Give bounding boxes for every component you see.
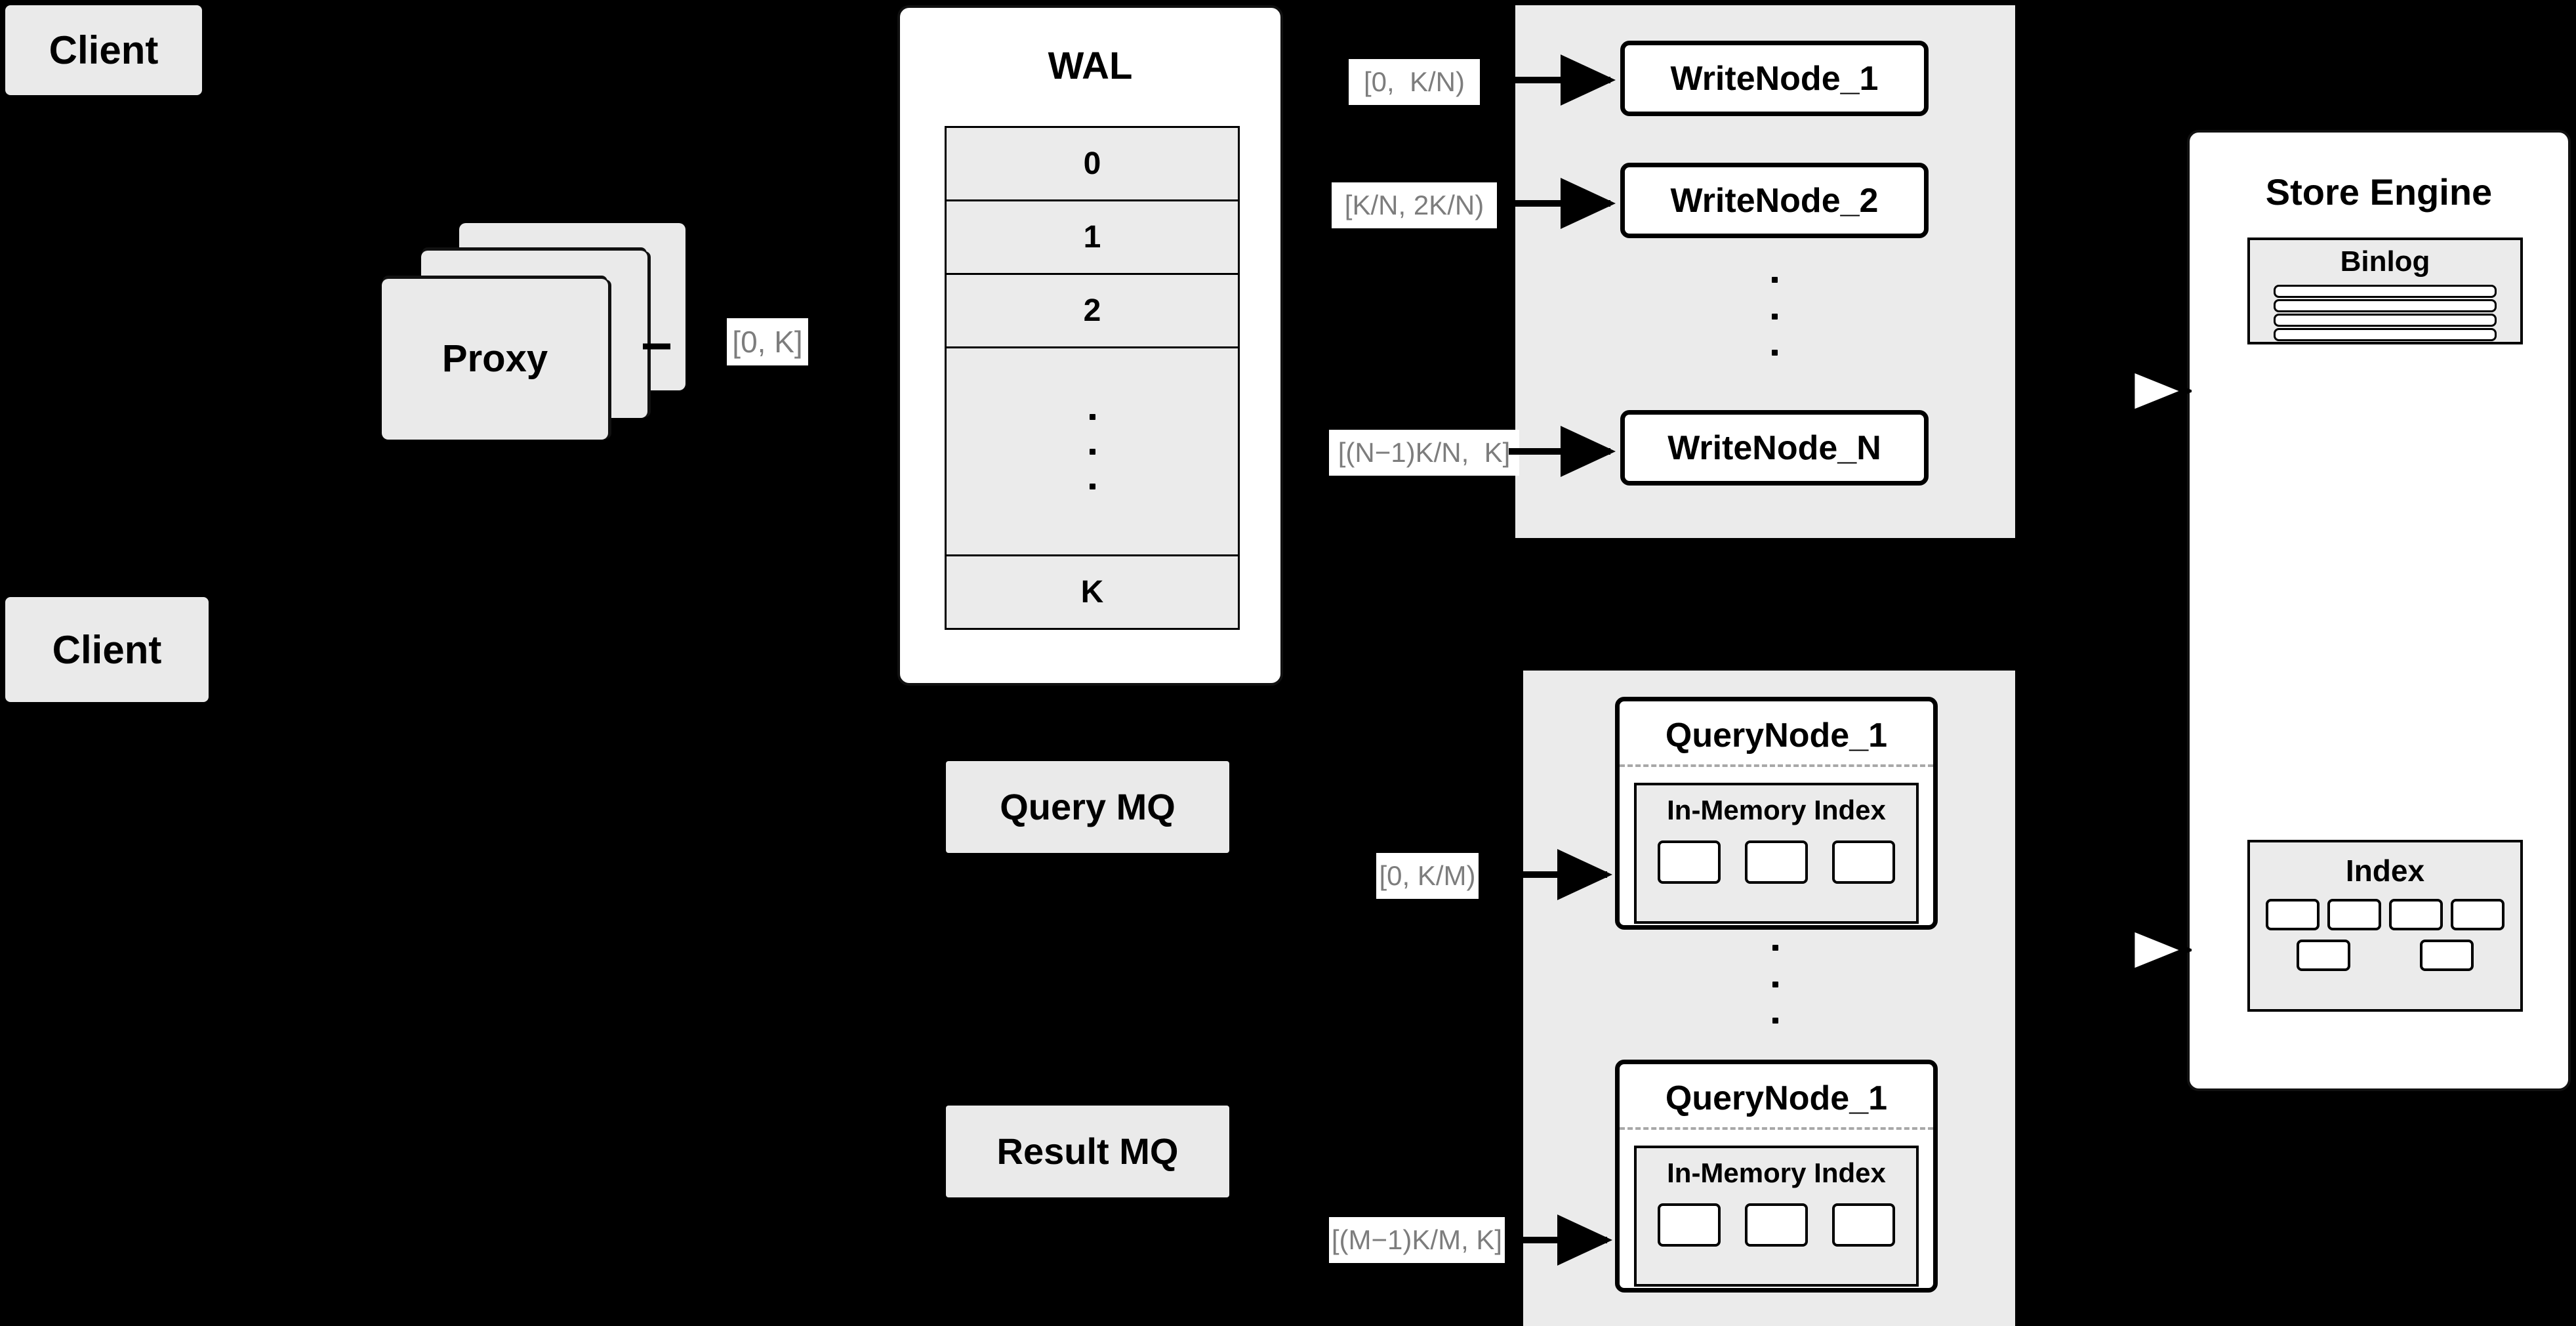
write-node-n-range-text: [(N−1)K/N, K] bbox=[1338, 437, 1511, 468]
query-node-2-index-title-text: In-Memory Index bbox=[1667, 1157, 1886, 1188]
client-node-1[interactable]: Client bbox=[5, 5, 202, 95]
write-node-2-range-text: [K/N, 2K/N) bbox=[1344, 190, 1484, 220]
store-index-title-text: Index bbox=[2345, 854, 2425, 888]
index-segment[interactable] bbox=[1658, 840, 1721, 884]
query-mq-label: Query MQ bbox=[1000, 785, 1176, 827]
result-mq-label: Result MQ bbox=[996, 1130, 1179, 1172]
query-node-2-range-text: [(M−1)K/M, K] bbox=[1331, 1224, 1503, 1255]
write-node-n[interactable]: WriteNode_N bbox=[1620, 410, 1929, 486]
store-index-panel: Index bbox=[2247, 840, 2523, 1012]
query-node-2-title-text: QueryNode_1 bbox=[1665, 1079, 1888, 1117]
store-index-title: Index bbox=[2250, 842, 2520, 888]
store-index-cell[interactable] bbox=[2327, 899, 2381, 930]
proxy-label: Proxy bbox=[441, 337, 548, 381]
write-node-1-label: WriteNode_1 bbox=[1670, 59, 1879, 98]
binlog-row[interactable] bbox=[2274, 314, 2497, 327]
query-mq-node[interactable]: Query MQ bbox=[946, 761, 1229, 853]
wal-entry-2: 2 bbox=[945, 273, 1240, 348]
store-engine-container: Store Engine Binlog Index bbox=[2187, 130, 2571, 1091]
write-node-n-label: WriteNode_N bbox=[1667, 428, 1881, 467]
query-node-2-index-segments bbox=[1637, 1203, 1916, 1247]
store-index-cell[interactable] bbox=[2389, 899, 2443, 930]
query-node-2-title: QueryNode_1 bbox=[1620, 1064, 1933, 1118]
write-node-2[interactable]: WriteNode_2 bbox=[1620, 163, 1929, 238]
index-segment[interactable] bbox=[1744, 1203, 1808, 1247]
binlog-rows bbox=[2250, 278, 2520, 341]
proxy-range-label: [0, K] bbox=[727, 318, 808, 365]
store-engine-title: Store Engine bbox=[2190, 171, 2568, 213]
query-node-1[interactable]: QueryNode_1 In-Memory Index bbox=[1615, 697, 1938, 930]
proxy-stack-card-front[interactable]: Proxy bbox=[382, 279, 608, 440]
query-node-2-index-panel: In-Memory Index bbox=[1634, 1146, 1919, 1287]
binlog-panel: Binlog bbox=[2247, 238, 2523, 344]
write-node-1[interactable]: WriteNode_1 bbox=[1620, 41, 1929, 116]
wal-ellipsis-dots bbox=[1088, 413, 1096, 489]
store-index-cell[interactable] bbox=[2420, 940, 2474, 971]
write-node-1-range-text: [0, K/N) bbox=[1363, 66, 1465, 97]
proxy-stack[interactable]: Proxy bbox=[380, 217, 722, 440]
write-node-2-range-label: [K/N, 2K/N) bbox=[1332, 182, 1497, 228]
binlog-row[interactable] bbox=[2274, 328, 2497, 341]
wal-title: WAL bbox=[900, 44, 1280, 88]
index-segment[interactable] bbox=[1658, 1203, 1721, 1247]
query-node-2-index-title: In-Memory Index bbox=[1637, 1148, 1916, 1189]
binlog-title-text: Binlog bbox=[2340, 245, 2430, 278]
write-node-n-range-label: [(N−1)K/N, K] bbox=[1329, 430, 1519, 476]
client-node-1-label: Client bbox=[49, 28, 159, 72]
index-segment[interactable] bbox=[1744, 840, 1808, 884]
query-node-1-title-text: QueryNode_1 bbox=[1665, 716, 1888, 755]
wal-entry-ellipsis bbox=[945, 346, 1240, 556]
binlog-row[interactable] bbox=[2274, 299, 2497, 312]
client-node-2[interactable]: Client bbox=[5, 597, 209, 702]
wal-entry-1: 1 bbox=[945, 199, 1240, 275]
wal-entry-0: 0 bbox=[945, 126, 1240, 201]
binlog-row[interactable] bbox=[2274, 285, 2497, 298]
wal-container: WAL 0 1 2 K bbox=[897, 5, 1283, 686]
store-index-cell[interactable] bbox=[2297, 940, 2350, 971]
wal-entry-k-label: K bbox=[1080, 575, 1104, 610]
query-cluster-ellipsis bbox=[1771, 945, 1779, 1024]
proxy-range-label-text: [0, K] bbox=[732, 325, 803, 359]
wal-entry-2-label: 2 bbox=[1083, 293, 1101, 328]
query-node-1-range-label: [0, K/M) bbox=[1376, 853, 1479, 899]
write-node-2-label: WriteNode_2 bbox=[1670, 181, 1879, 220]
result-mq-node[interactable]: Result MQ bbox=[946, 1106, 1229, 1197]
query-node-2-divider bbox=[1620, 1127, 1933, 1130]
store-index-cell[interactable] bbox=[2266, 899, 2320, 930]
wal-entry-1-label: 1 bbox=[1083, 220, 1101, 255]
query-node-1-range-text: [0, K/M) bbox=[1379, 860, 1476, 891]
wal-title-text: WAL bbox=[1048, 45, 1133, 87]
query-node-1-index-segments bbox=[1637, 840, 1916, 884]
wal-entry-k: K bbox=[945, 554, 1240, 630]
wal-entry-0-label: 0 bbox=[1083, 146, 1101, 181]
query-node-1-index-title: In-Memory Index bbox=[1637, 785, 1916, 826]
query-node-1-divider bbox=[1620, 764, 1933, 767]
query-node-2-range-label: [(M−1)K/M, K] bbox=[1329, 1217, 1505, 1263]
write-cluster-ellipsis bbox=[1770, 277, 1778, 356]
query-node-1-index-panel: In-Memory Index bbox=[1634, 783, 1919, 924]
binlog-title: Binlog bbox=[2250, 240, 2520, 278]
store-engine-title-text: Store Engine bbox=[2265, 171, 2493, 213]
query-node-2[interactable]: QueryNode_1 In-Memory Index bbox=[1615, 1060, 1938, 1293]
store-index-cell[interactable] bbox=[2451, 899, 2504, 930]
query-node-1-index-title-text: In-Memory Index bbox=[1667, 795, 1886, 825]
index-segment[interactable] bbox=[1831, 1203, 1895, 1247]
write-node-1-range-label: [0, K/N) bbox=[1349, 59, 1480, 105]
client-node-2-label: Client bbox=[52, 627, 162, 672]
index-segment[interactable] bbox=[1831, 840, 1895, 884]
query-node-1-title: QueryNode_1 bbox=[1620, 701, 1933, 755]
store-index-cells bbox=[2250, 888, 2520, 971]
